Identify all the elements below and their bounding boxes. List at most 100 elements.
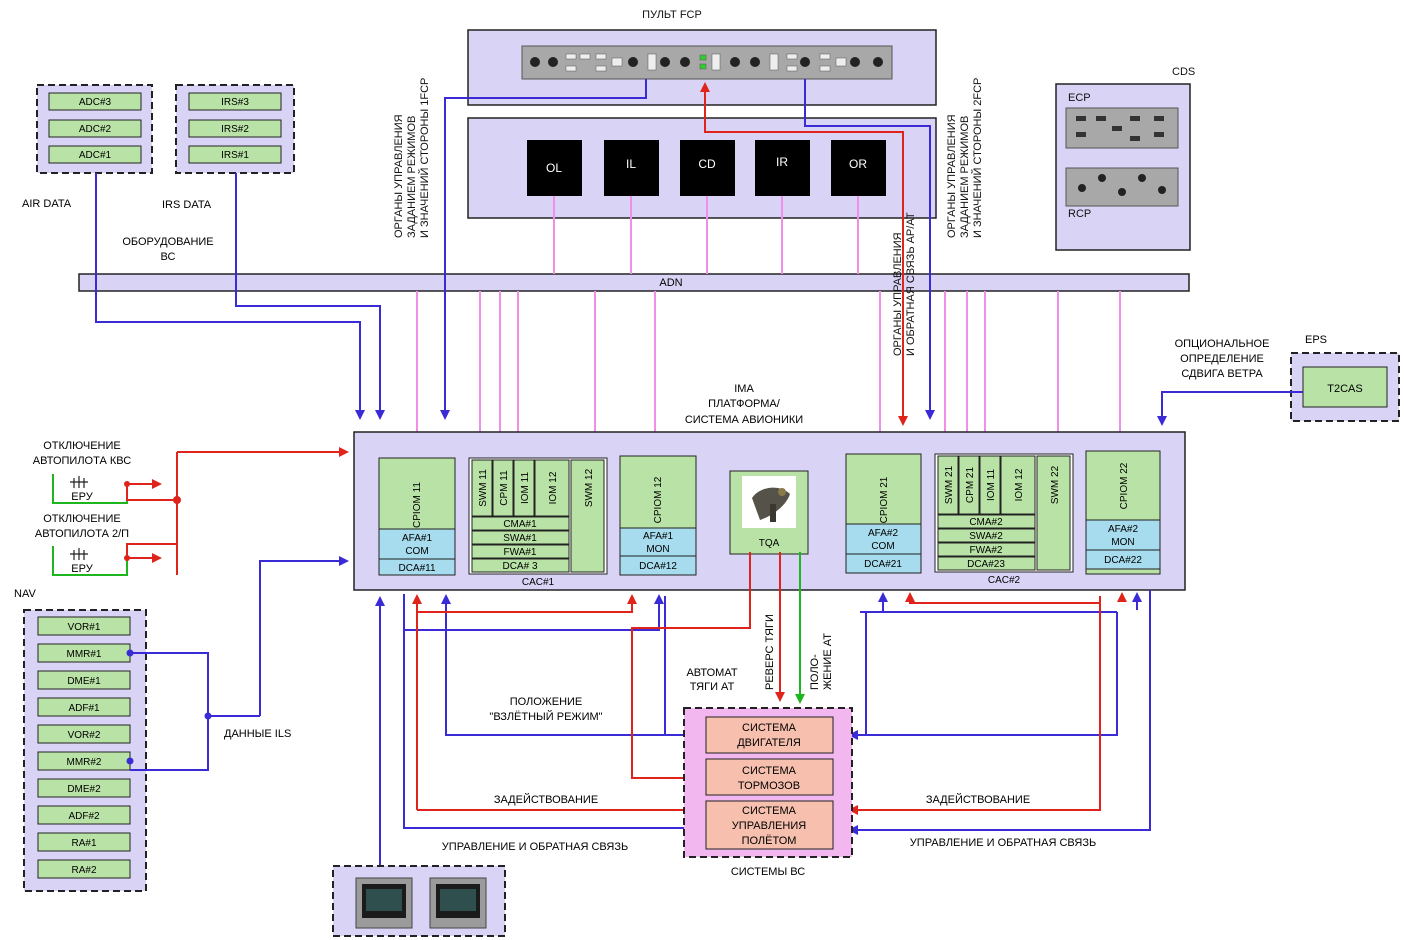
air-data-label: AIR DATA — [22, 198, 72, 210]
svg-text:ТЯГИ AT: ТЯГИ AT — [690, 681, 735, 693]
svg-text:ОПРЕДЕЛЕНИЕ: ОПРЕДЕЛЕНИЕ — [1180, 353, 1264, 365]
ap-disconnect-fo: ОТКЛЮЧЕНИЕ АВТОПИЛОТА 2/П ЕРУ — [35, 513, 130, 575]
actuation-left-label: ЗАДЕЙСТВОВАНИЕ — [494, 793, 598, 806]
adn-connections — [417, 196, 1120, 432]
nav-ra1: RA#1 — [38, 833, 130, 851]
svg-text:ОПЦИОНАЛЬНОЕ: ОПЦИОНАЛЬНОЕ — [1175, 338, 1270, 350]
adc-1-box: ADC#1 — [49, 146, 141, 163]
irs-data-label: IRS DATA — [162, 199, 212, 211]
svg-text:CMA#1: CMA#1 — [503, 519, 537, 530]
control-feedback-right-label: УПРАВЛЕНИЕ И ОБРАТНАЯ СВЯЗЬ — [910, 837, 1096, 849]
svg-text:IMA: IMA — [734, 383, 754, 395]
svg-text:СИСТЕМА: СИСТЕМА — [742, 805, 797, 817]
svg-text:АВТОПИЛОТА КВС: АВТОПИЛОТА КВС — [33, 455, 131, 467]
eps-group: T2CAS — [1291, 353, 1399, 421]
display-screen-2 — [430, 878, 486, 928]
svg-text:СИСТЕМА АВИОНИКИ: СИСТЕМА АВИОНИКИ — [685, 414, 803, 426]
irs-1-box: IRS#1 — [189, 146, 281, 163]
nav-vor2: VOR#2 — [38, 725, 130, 743]
svg-text:CAC#1: CAC#1 — [522, 577, 555, 588]
svg-text:DCA#11: DCA#11 — [398, 563, 435, 574]
svg-text:AFA#2: AFA#2 — [868, 528, 898, 539]
tqa-label: TQA — [759, 538, 780, 549]
svg-text:ДВИГАТЕЛЯ: ДВИГАТЕЛЯ — [737, 737, 801, 749]
adc-group: ADC#3 ADC#2 ADC#1 — [37, 85, 152, 173]
svg-text:CPM 21: CPM 21 — [965, 467, 976, 504]
cpiom-12: CPIOM 12 AFA#1 MON DCA#12 — [620, 456, 696, 575]
adc-3-box: ADC#3 — [49, 93, 141, 110]
display-unit-ir: IR — [755, 140, 810, 196]
svg-text:IOM 12: IOM 12 — [548, 471, 559, 504]
svg-text:ADC#1: ADC#1 — [79, 150, 112, 161]
svg-text:IOM 12: IOM 12 — [1014, 468, 1025, 501]
autothrottle-label: АВТОМАТ ТЯГИ AT — [686, 667, 737, 693]
svg-text:MMR#2: MMR#2 — [66, 757, 101, 768]
fcp1-controls-label: ОРГАНЫ УПРАВЛЕНИЯ ЗАДАНИЕМ РЕЖИМОВ И ЗНА… — [393, 78, 431, 238]
svg-text:SWM 21: SWM 21 — [944, 465, 955, 504]
cpiom-21: CPIOM 21 AFA#2 COM DCA#21 — [846, 454, 921, 573]
display-unit-il: IL — [604, 140, 659, 196]
svg-text:DCA#23: DCA#23 — [967, 559, 1005, 570]
svg-text:SWM 12: SWM 12 — [584, 468, 595, 507]
rcp-label: RCP — [1068, 208, 1091, 220]
ils-data-label: ДАННЫЕ ILS — [224, 728, 291, 740]
svg-text:СДВИГА ВЕТРА: СДВИГА ВЕТРА — [1181, 368, 1263, 380]
windshear-label: ОПЦИОНАЛЬНОЕ ОПРЕДЕЛЕНИЕ СДВИГА ВЕТРА — [1175, 338, 1270, 380]
svg-text:IR: IR — [776, 155, 788, 169]
svg-text:VOR#1: VOR#1 — [68, 622, 101, 633]
svg-text:СИСТЕМА: СИСТЕМА — [742, 765, 797, 777]
svg-text:ЕРУ: ЕРУ — [71, 491, 93, 503]
nav-adf2: ADF#2 — [38, 806, 130, 824]
eru-switch-icon-2 — [70, 548, 88, 560]
cpiom-11: CPIOM 11 AFA#1 COM DCA#11 — [379, 458, 455, 575]
adn-bus: ADN — [79, 274, 1189, 291]
engine-system-box: СИСТЕМА ДВИГАТЕЛЯ — [706, 717, 833, 753]
ima-label: IMA ПЛАТФОРМА/ СИСТЕМА АВИОНИКИ — [685, 383, 803, 426]
svg-text:SWA#1: SWA#1 — [503, 533, 537, 544]
svg-text:MON: MON — [1111, 537, 1134, 548]
svg-text:CPIOM 22: CPIOM 22 — [1119, 462, 1130, 509]
flight-control-system-box: СИСТЕМА УПРАВЛЕНИЯ ПОЛЁТОМ — [706, 801, 833, 849]
brake-system-box: СИСТЕМА ТОРМОЗОВ — [706, 759, 833, 795]
ap-disconnect-lines — [127, 452, 347, 575]
control-feedback-left-label: УПРАВЛЕНИЕ И ОБРАТНАЯ СВЯЗЬ — [442, 841, 628, 853]
svg-text:DME#1: DME#1 — [67, 676, 101, 687]
svg-text:CPIOM 21: CPIOM 21 — [879, 476, 890, 523]
svg-text:ОРГАНЫ УПРАВЛЕНИЯ: ОРГАНЫ УПРАВЛЕНИЯ — [946, 114, 958, 238]
cpiom-22: CPIOM 22 AFA#2 MON DCA#22 — [1086, 451, 1160, 574]
svg-text:ПОЛОЖЕНИЕ: ПОЛОЖЕНИЕ — [510, 696, 583, 708]
actuation-right-label: ЗАДЕЙСТВОВАНИЕ — [926, 793, 1030, 806]
fcp2-controls-label: ОРГАНЫ УПРАВЛЕНИЯ ЗАДАНИЕМ РЕЖИМОВ И ЗНА… — [946, 78, 984, 238]
svg-text:CD: CD — [698, 157, 716, 171]
svg-text:IL: IL — [626, 157, 636, 171]
svg-text:СИСТЕМА: СИСТЕМА — [742, 722, 797, 734]
svg-text:SWM 11: SWM 11 — [478, 469, 489, 507]
svg-text:RA#2: RA#2 — [71, 865, 96, 876]
svg-text:И ЗНАЧЕНИЙ СТОРОНЫ 1FCP: И ЗНАЧЕНИЙ СТОРОНЫ 1FCP — [418, 78, 431, 238]
svg-text:OR: OR — [849, 157, 867, 171]
svg-text:CPM 11: CPM 11 — [499, 470, 510, 506]
svg-text:ПОЛО-: ПОЛО- — [809, 654, 821, 690]
svg-text:ПЛАТФОРМА/: ПЛАТФОРМА/ — [708, 398, 781, 410]
svg-text:IRS#2: IRS#2 — [221, 124, 249, 135]
svg-text:УПРАВЛЕНИЯ: УПРАВЛЕНИЯ — [732, 820, 806, 832]
svg-text:ПОЛЁТОМ: ПОЛЁТОМ — [742, 835, 797, 847]
tqa-unit: TQA — [730, 471, 808, 554]
svg-text:DCA#12: DCA#12 — [639, 561, 677, 572]
display-unit-cd: CD — [680, 140, 735, 196]
svg-text:ЗАДАНИЕМ РЕЖИМОВ: ЗАДАНИЕМ РЕЖИМОВ — [406, 116, 418, 238]
svg-text:"ВЗЛЁТНЫЙ РЕЖИМ": "ВЗЛЁТНЫЙ РЕЖИМ" — [489, 710, 602, 723]
nav-label: NAV — [14, 588, 36, 600]
cds-panel: CDS ECP RCP — [1056, 66, 1195, 250]
nav-mmr1: MMR#1 — [38, 644, 130, 662]
reverse-thrust-label: РЕВЕРС ТЯГИ — [764, 614, 776, 690]
svg-text:ОРГАНЫ УПРАВЛЕНИЯ: ОРГАНЫ УПРАВЛЕНИЯ — [393, 114, 405, 238]
equipment-label-1: ОБОРУДОВАНИЕ — [122, 236, 213, 248]
ecp-label: ECP — [1068, 92, 1091, 104]
equipment-label-2: ВС — [161, 251, 176, 263]
svg-text:RA#1: RA#1 — [71, 838, 96, 849]
svg-text:ADC#3: ADC#3 — [79, 97, 112, 108]
fcp-title: ПУЛЬТ FCP — [642, 9, 702, 21]
svg-text:MMR#1: MMR#1 — [66, 649, 101, 660]
